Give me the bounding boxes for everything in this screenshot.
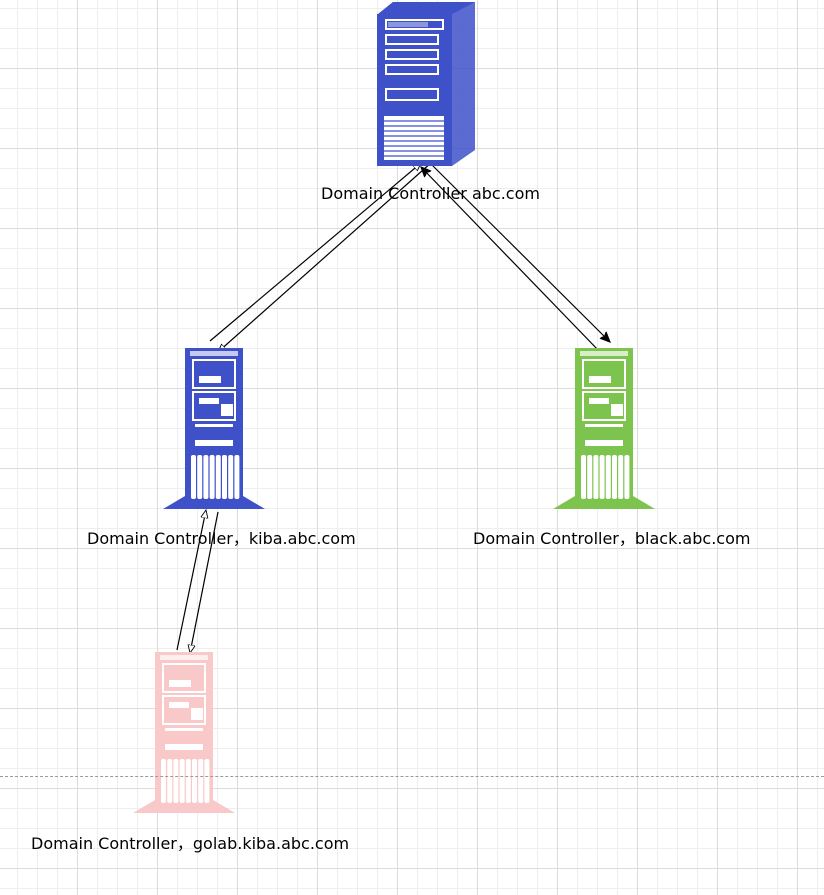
node-label-black: Domain Controller，black.abc.com bbox=[473, 529, 751, 548]
connector-golab-to-kiba[interactable] bbox=[176, 510, 206, 651]
node-label-kiba: Domain Controller，kiba.abc.com bbox=[87, 529, 356, 548]
page-break-line bbox=[0, 776, 824, 777]
connector-abc-to-kiba[interactable] bbox=[218, 161, 433, 352]
mainframe-server-icon[interactable] bbox=[133, 652, 235, 813]
node-label-abc: Domain Controller abc.com bbox=[321, 184, 540, 203]
mainframe-server-icon[interactable] bbox=[163, 348, 265, 509]
tower-server-icon[interactable] bbox=[377, 2, 475, 166]
connector-abc-to-black[interactable] bbox=[431, 164, 610, 342]
node-label-golab: Domain Controller，golab.kiba.abc.com bbox=[31, 834, 350, 853]
connector-black-to-abc[interactable] bbox=[421, 167, 601, 353]
connector-kiba-to-abc[interactable] bbox=[209, 163, 421, 342]
mainframe-server-icon[interactable] bbox=[553, 348, 655, 509]
connector-kiba-to-golab[interactable] bbox=[190, 511, 219, 653]
